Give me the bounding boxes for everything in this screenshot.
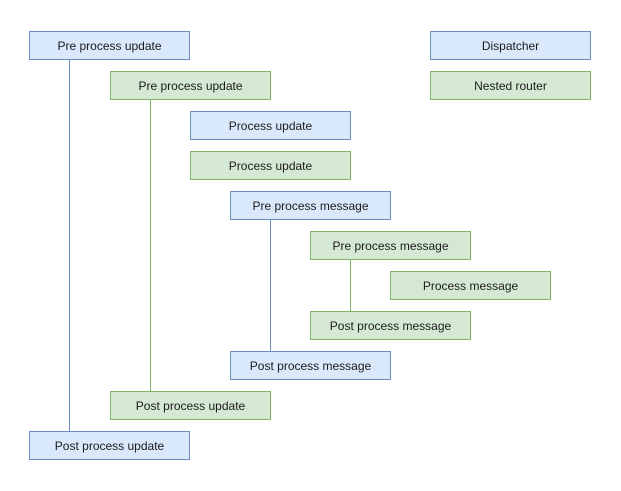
node-label: Post process message <box>249 358 372 373</box>
node-label: Pre process update <box>138 78 243 93</box>
node-label: Pre process message <box>252 198 369 213</box>
legend-item-dispatcher[interactable]: Dispatcher <box>430 31 591 60</box>
node-n2[interactable]: Pre process update <box>110 71 271 100</box>
node-n11[interactable]: Post process update <box>29 431 190 460</box>
legend-item-label: Dispatcher <box>481 38 540 53</box>
node-n8[interactable]: Post process message <box>310 311 471 340</box>
node-label: Process update <box>228 158 313 173</box>
connector-n5-to-n9 <box>270 220 271 351</box>
node-n3[interactable]: Process update <box>190 111 351 140</box>
node-label: Post process update <box>54 438 165 453</box>
node-label: Pre process update <box>57 38 162 53</box>
legend-item-label: Nested router <box>474 78 547 93</box>
node-label: Process message <box>422 278 519 293</box>
node-n6[interactable]: Pre process message <box>310 231 471 260</box>
node-n7[interactable]: Process message <box>390 271 551 300</box>
node-label: Post process update <box>135 398 246 413</box>
node-n10[interactable]: Post process update <box>110 391 271 420</box>
node-n5[interactable]: Pre process message <box>230 191 391 220</box>
node-label: Pre process message <box>332 238 449 253</box>
connector-n2-to-n10 <box>150 100 151 391</box>
legend-item-router[interactable]: Nested router <box>430 71 591 100</box>
node-n9[interactable]: Post process message <box>230 351 391 380</box>
node-label: Post process message <box>329 318 452 333</box>
node-n1[interactable]: Pre process update <box>29 31 190 60</box>
connector-n6-to-n8 <box>350 260 351 311</box>
node-label: Process update <box>228 118 313 133</box>
node-n4[interactable]: Process update <box>190 151 351 180</box>
connector-n1-to-n11 <box>69 60 70 431</box>
